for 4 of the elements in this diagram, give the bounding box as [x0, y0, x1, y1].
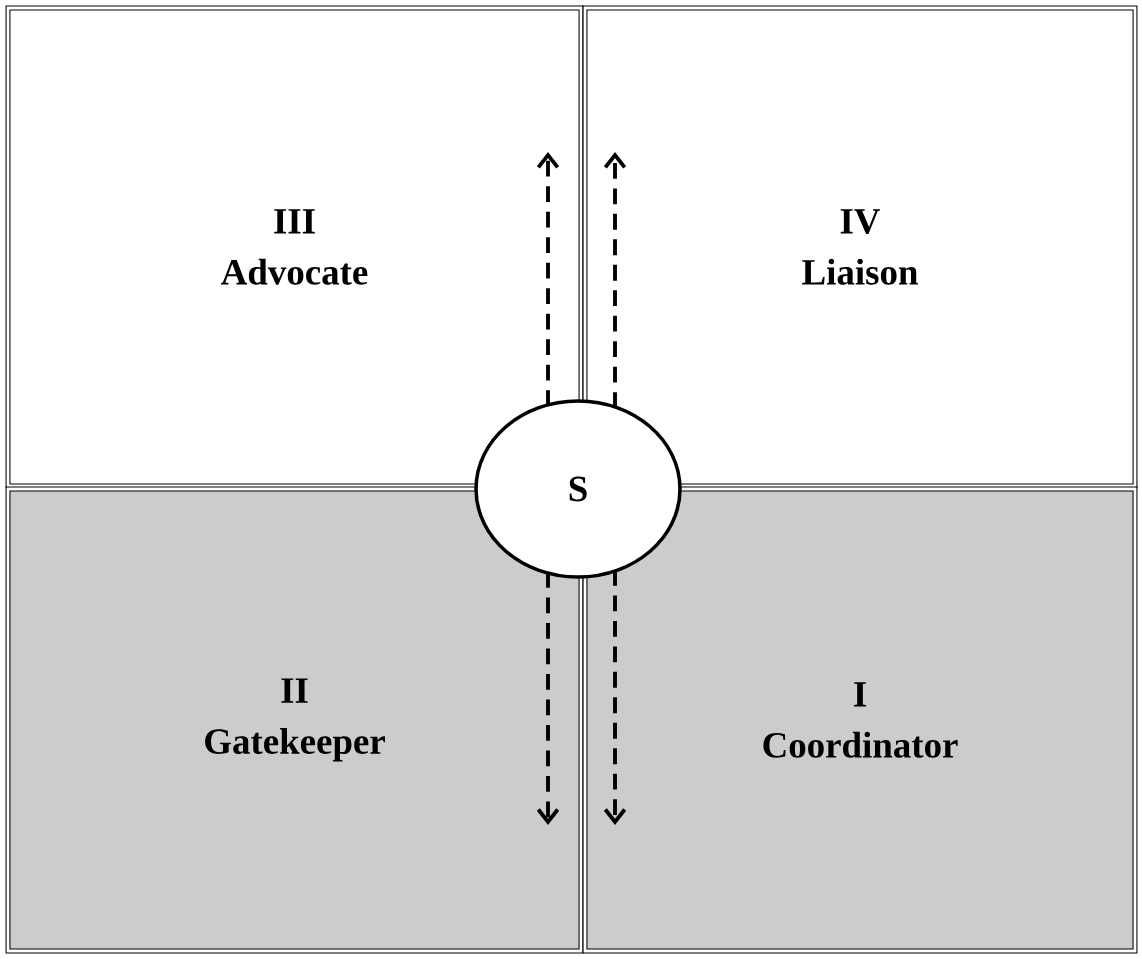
arrow: [603, 152, 627, 409]
arrow: [603, 569, 627, 825]
arrow: [536, 152, 560, 406]
arrow: [536, 572, 560, 825]
